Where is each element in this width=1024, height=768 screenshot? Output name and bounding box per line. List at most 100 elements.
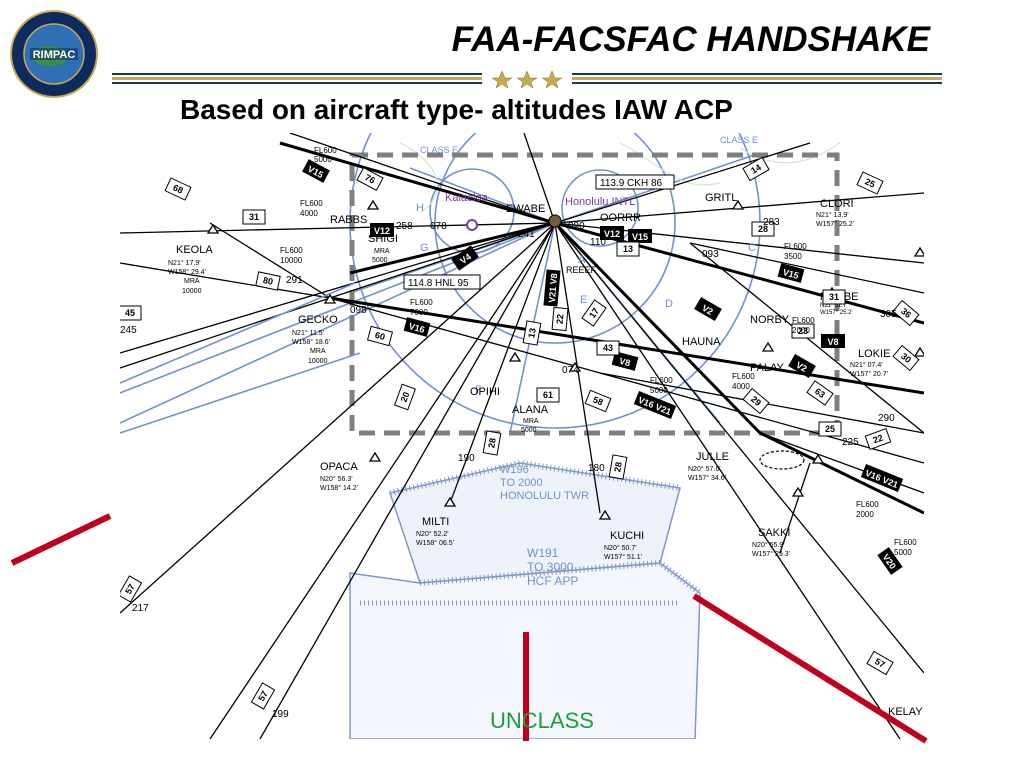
mileage-label: 61 xyxy=(543,390,553,400)
sector-label: G xyxy=(420,242,429,254)
title-divider xyxy=(112,70,942,88)
airway-label: V15 xyxy=(632,232,648,242)
rimpac-logo: RIMPAC xyxy=(10,10,98,98)
warning-area-w196 xyxy=(389,459,681,584)
fix-name: NORBY xyxy=(750,314,790,326)
altitude-label: 2000 xyxy=(792,326,810,335)
area-label: W191 xyxy=(527,546,559,560)
fix-name: JULLE xyxy=(696,451,729,463)
airway-label: V16 xyxy=(408,321,426,335)
mileage-label: 36 xyxy=(899,306,913,320)
altitude-label: FL600 xyxy=(410,298,433,307)
radial-label: 074 xyxy=(562,365,579,376)
frequency-box xyxy=(595,174,675,190)
radial-label: 291 xyxy=(286,275,303,286)
mileage-label: 31 xyxy=(249,212,259,222)
fix-name: KELAY xyxy=(888,706,923,718)
fix-mra-val: 5000 xyxy=(372,257,388,264)
fix-mra: MRA xyxy=(523,418,539,425)
sector-label: E xyxy=(580,294,587,306)
radial-label: 093 xyxy=(702,249,719,260)
area-label: TO 3000 xyxy=(527,560,574,574)
altitude-label: 5000 xyxy=(894,548,912,557)
radial-label: 241 xyxy=(518,229,535,240)
fix-mra-val: 10000 xyxy=(308,358,328,365)
mileage-label: 30 xyxy=(899,351,913,365)
fix-name: KUCHI xyxy=(610,530,644,542)
sector-label: F xyxy=(475,384,482,396)
mileage-label: 14 xyxy=(749,162,763,176)
mileage-label: 57 xyxy=(256,689,270,703)
class-label: CLASS E xyxy=(720,135,758,145)
frequency-label: 113.9 CKH 86 xyxy=(600,178,663,189)
fix-name: GRITL xyxy=(705,192,737,204)
airport-label: Kalaeloa xyxy=(445,192,489,204)
airway-label: V8 xyxy=(618,356,631,369)
fix-mra-val: 5000 xyxy=(521,427,537,434)
altitude-label: 10000 xyxy=(280,256,303,265)
mileage-label: 20 xyxy=(399,391,412,404)
fix-name: HAUNA xyxy=(682,336,721,348)
fix-name: REEEF xyxy=(566,265,597,275)
mileage-label: 23 xyxy=(798,326,808,336)
mileage-label: 28 xyxy=(486,437,498,449)
radial-label: 217 xyxy=(132,603,149,614)
fix-lon: W157° 25.2' xyxy=(820,310,853,316)
mileage-label: 28 xyxy=(758,224,768,234)
mileage-label: 22 xyxy=(555,314,566,325)
mileage-label: 58 xyxy=(591,394,604,407)
fix-lat: N21° 07.4' xyxy=(850,361,883,369)
radial-label: 290 xyxy=(878,413,895,424)
fix-lat: N20° 52.2' xyxy=(416,530,449,538)
fix-name: SAKKI xyxy=(758,527,790,539)
radial-label: 098 xyxy=(350,305,367,316)
fix-lat: N20° 50.7' xyxy=(604,544,637,552)
mileage-label: 22 xyxy=(872,433,885,446)
fix-lon: W158° 06.5' xyxy=(416,539,454,547)
fix-lat: N21° 13.9' xyxy=(816,211,849,219)
airway-label: V8 xyxy=(827,337,838,347)
altitude-label: FL600 xyxy=(300,199,323,208)
mileage-label: 25 xyxy=(825,424,835,434)
altitude-label: 4000 xyxy=(300,209,318,218)
fix-lon: W157° 25.2' xyxy=(816,220,854,228)
fix-lat: N21° 11.7' xyxy=(820,303,847,309)
mileage-label: 57 xyxy=(123,582,137,596)
airway-shields: V15 V12 V4 V16 V12 V15 xyxy=(302,159,904,575)
altitude-label: 4000 xyxy=(732,382,750,391)
mileage-label: 31 xyxy=(829,292,839,302)
radial-label: 245 xyxy=(120,325,137,336)
radial-label: 078 xyxy=(430,221,447,232)
frequency-label: 114.8 HNL 95 xyxy=(408,278,469,289)
mileage-label: 80 xyxy=(262,275,274,287)
fix-name: OPIHI xyxy=(470,386,500,398)
fix-name: GECKO xyxy=(298,314,338,326)
fix-name: RABBS xyxy=(330,214,367,226)
mileage-label: 17 xyxy=(587,306,601,320)
airport-kalaeloa-icon xyxy=(466,219,478,231)
radial-label: 190 xyxy=(458,453,475,464)
mileage-label: 68 xyxy=(171,182,184,195)
fix-lon: W157° 20.7' xyxy=(850,370,888,378)
fix-lon: W158° 18.6' xyxy=(292,338,330,346)
radial-label: 283 xyxy=(763,217,780,228)
fix-name: KEOLA xyxy=(176,244,213,256)
fix-mra: MRA xyxy=(310,348,326,355)
fix-lat: N21° 11.5' xyxy=(292,329,324,337)
altitude-label: 2000 xyxy=(856,510,874,519)
radial-label: 305 xyxy=(880,309,897,320)
fix-lon: W157° 51.1' xyxy=(604,553,642,561)
mileage-label: 63 xyxy=(813,386,827,400)
area-label: HONOLULU TWR xyxy=(500,490,589,502)
fix-lon: W158° 29.4' xyxy=(168,268,206,276)
fix-name: ALANA xyxy=(512,404,549,416)
fix-lat: N20° 55.9' xyxy=(752,541,785,549)
fix-lon: W158° 14.2' xyxy=(320,484,358,492)
fix-lon: W157° 34.6' xyxy=(688,474,726,482)
logo-text: RIMPAC xyxy=(33,49,76,61)
fix-name: LOKIE xyxy=(858,348,890,360)
page-title: FAA-FACSFAC HANDSHAKE xyxy=(451,20,930,59)
fix-lon: W157° 29.3' xyxy=(752,550,790,558)
mileage-label: 28 xyxy=(612,461,624,473)
fix-name: MILTI xyxy=(422,516,449,528)
